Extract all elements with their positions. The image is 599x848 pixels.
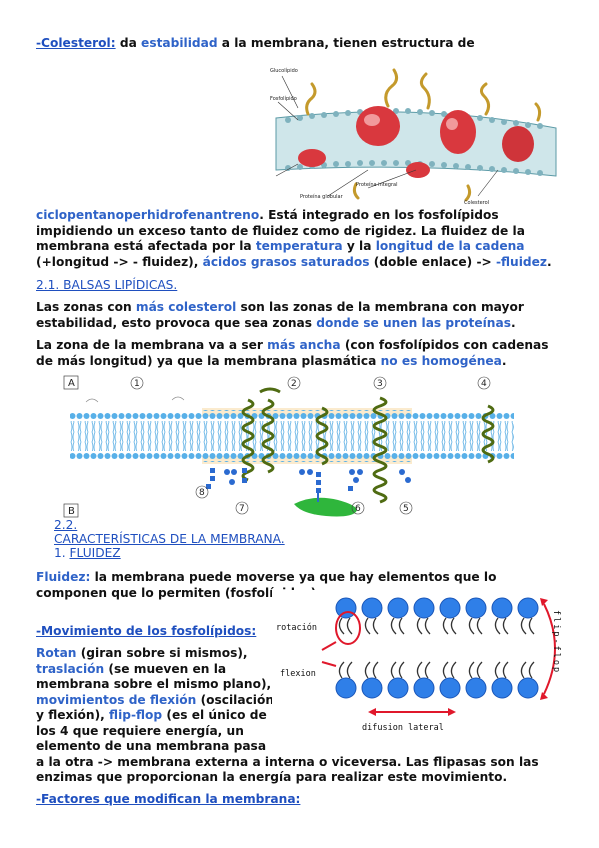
movimiento-heading-line: -Movimiento de los fosfolípidos: <box>36 624 276 640</box>
highlight: donde se unen las proteínas <box>316 315 511 330</box>
label-fosfolipido: Fosfolípido <box>270 95 297 102</box>
text: . Está integrado en los fosfolípidos imp… <box>36 208 525 253</box>
highlight: ácidos grasos saturados <box>202 254 370 269</box>
text: . <box>510 315 516 330</box>
raft-num-8: 8 <box>199 488 205 498</box>
text: La zona de la membrana va a ser <box>36 338 268 352</box>
factores-heading: -Factores que modifican la membrana: <box>36 792 301 806</box>
lipid-raft-figure: A B 1 2 3 4 5 <box>62 372 518 520</box>
text: . <box>547 254 552 269</box>
balsas-paragraph-2: La zona de la membrana va a ser más anch… <box>36 338 556 369</box>
text: a la membrana, tienen estructura de <box>217 36 475 50</box>
section-22-num: 2.2. <box>54 518 78 532</box>
text: y la <box>342 239 376 253</box>
highlight: ciclopentanoperhidrofenantreno <box>36 208 260 222</box>
text: son las zonas de la membrana con mayor e… <box>36 300 524 330</box>
text: (con fosfolípidos con cadenas de más lon… <box>36 338 549 368</box>
section-22-title: CARACTERÍSTICAS DE LA MEMBRANA. <box>54 532 285 546</box>
label-proteina-globular: Proteína globular <box>300 193 344 200</box>
balsas-heading: 2.1. BALSAS LIPÍDICAS. <box>36 278 178 292</box>
raft-num-5: 5 <box>403 504 409 514</box>
colesterol-line: -Colesterol: da estabilidad a la membran… <box>36 36 566 52</box>
membrane-figure: Glucolípido Fosfolípido Proteína globula… <box>268 58 560 206</box>
text: . <box>501 353 507 368</box>
item-title-fluidez: FLUIDEZ <box>69 546 121 560</box>
highlight: -fluidez <box>495 254 547 269</box>
highlight: temperatura <box>255 239 343 253</box>
raft-num-1: 1 <box>134 379 140 389</box>
highlight: más colesterol <box>135 300 237 314</box>
raft-num-7: 7 <box>239 504 245 514</box>
balsas-heading-line: 2.1. BALSAS LIPÍDICAS. <box>36 278 566 294</box>
colesterol-paragraph: ciclopentanoperhidrofenantreno. Está int… <box>36 208 562 270</box>
highlight: longitud de la cadena <box>375 239 525 253</box>
label-flipflop: flip-flop <box>551 610 561 674</box>
highlight: estabilidad <box>141 36 218 50</box>
text: (+longitud -> - fluidez), <box>36 254 203 269</box>
label-colesterol: Colesterol <box>464 200 489 206</box>
fluidez-paragraph: Fluidez: la membrana puede moverse ya qu… <box>36 570 510 601</box>
highlight: flip-flop <box>109 708 163 722</box>
raft-num-6: 6 <box>355 504 361 514</box>
highlight: más ancha <box>267 338 341 352</box>
item-number: 1. <box>54 546 66 560</box>
raft-label-a: A <box>68 378 75 389</box>
balsas-paragraph-1: Las zonas con más colesterol son las zon… <box>36 300 546 331</box>
raft-num-4: 4 <box>481 379 487 389</box>
raft-num-3: 3 <box>377 379 383 389</box>
section-22: 2.2. CARACTERÍSTICAS DE LA MEMBRANA. 1. … <box>54 518 454 560</box>
label-proteina-integral: Proteína integral <box>356 181 397 188</box>
raft-num-2: 2 <box>291 379 297 389</box>
text: la membrana puede moverse ya que hay ele… <box>36 570 497 600</box>
bilayer-movement-figure: rotación flexion difusion lateral flip-f… <box>272 590 568 736</box>
text: da <box>115 36 142 50</box>
highlight: Rotan <box>36 646 77 660</box>
text: (es el único de los 4 que requiere energ… <box>36 708 539 784</box>
highlight: no es homogénea <box>380 353 502 368</box>
colesterol-heading: -Colesterol: <box>36 36 116 50</box>
text: (doble enlace) -> <box>369 254 496 269</box>
label-glucolipido: Glucolípido <box>270 67 298 74</box>
section-22-item: 1. FLUIDEZ <box>54 546 454 560</box>
factores-heading-line: -Factores que modifican la membrana: <box>36 792 566 808</box>
text: (se mueven en la membrana sobre el mismo… <box>36 661 272 692</box>
label-difusion: difusion lateral <box>362 723 444 733</box>
label-rotacion: rotación <box>276 622 317 633</box>
raft-label-b: B <box>68 506 75 517</box>
label-flexion: flexion <box>280 669 316 679</box>
highlight: traslación <box>36 661 105 676</box>
highlight: movimientos de flexión <box>36 692 197 707</box>
movimiento-heading: -Movimiento de los fosfolípidos: <box>36 624 257 638</box>
text: (oscilación y flexión), <box>36 692 275 723</box>
movimientos-paragraph: Rotan (giran sobre si mismos), traslació… <box>36 646 566 786</box>
fluidez-label: Fluidez: <box>36 570 91 584</box>
text: Las zonas con <box>36 300 136 314</box>
text: (giran sobre si mismos), <box>76 646 248 660</box>
